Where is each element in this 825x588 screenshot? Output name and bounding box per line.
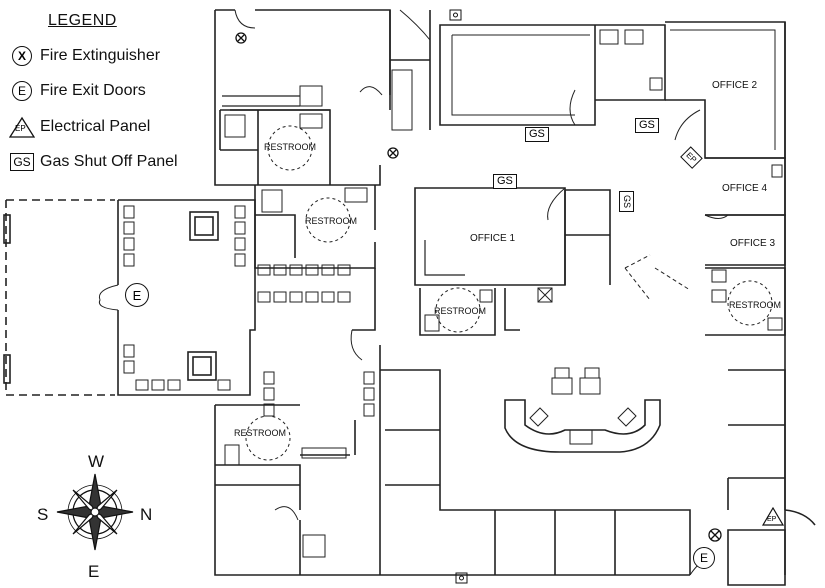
- main-hall-walls: [379, 345, 786, 575]
- room-label-office-1: OFFICE 1: [470, 233, 516, 244]
- gas-shutoff-marker: GS: [635, 118, 659, 133]
- room-label-restroom-5: RESTROOM: [729, 300, 782, 310]
- fire-exit-door-marker: E: [693, 547, 715, 569]
- gas-shutoff-marker: GS: [525, 127, 549, 142]
- north-office-walls: [439, 24, 666, 126]
- kitchen-counter: [222, 95, 300, 107]
- legend-item-fire-extinguisher: X Fire Extinguisher: [8, 44, 160, 68]
- fire-exit-door-marker: E: [125, 283, 149, 307]
- gas-shutoff-marker: GS: [493, 174, 517, 189]
- legend-label: Electrical Panel: [40, 118, 151, 135]
- legend-item-gas-shutoff: GS Gas Shut Off Panel: [8, 150, 178, 174]
- restroom-3-walls: [419, 288, 496, 336]
- electrical-panel-markers: [761, 506, 785, 526]
- compass-label-east: E: [88, 562, 100, 581]
- room-label-restroom-2: RESTROOM: [305, 216, 358, 226]
- legend-item-fire-exit: E Fire Exit Doors: [8, 79, 146, 103]
- room-label-restroom-3: RESTROOM: [434, 306, 487, 316]
- annex-window-bottom: [3, 354, 11, 384]
- compass-label-west: W: [88, 452, 105, 471]
- annex-window-top: [3, 214, 11, 244]
- legend-title: LEGEND: [48, 12, 117, 29]
- legend-label: Fire Extinguisher: [40, 47, 161, 64]
- fire-extinguisher-markers: [235, 32, 722, 542]
- electrical-panel-marker: EP: [767, 516, 777, 523]
- meeting-room-door: [98, 284, 119, 311]
- compass-label-north: N: [140, 505, 153, 524]
- gas-shutoff-panel-icon: GS: [8, 150, 36, 174]
- reception-desk: [504, 399, 661, 453]
- room-label-office-2: OFFICE 2: [712, 80, 758, 91]
- restroom-1-walls: [220, 109, 330, 185]
- compass-rose: [56, 473, 134, 551]
- fire-exit-door-icon: E: [8, 79, 36, 103]
- annex-dashed-outline: [5, 199, 115, 396]
- room-label-restroom-1: RESTROOM: [264, 142, 317, 152]
- legend-label: Gas Shut Off Panel: [40, 153, 178, 170]
- electrical-panel-icon: EP: [8, 115, 36, 139]
- gas-shutoff-marker: GS: [619, 190, 635, 213]
- north-block-walls: [214, 9, 391, 186]
- meeting-table-bottom: [187, 351, 217, 381]
- east-wall: [784, 22, 816, 526]
- meeting-table-top: [189, 211, 219, 241]
- legend-item-electrical-panel: EP Electrical Panel: [8, 115, 150, 139]
- legend-label: Fire Exit Doors: [40, 82, 146, 99]
- room-label-office-4: OFFICE 4: [722, 183, 768, 194]
- restroom-2-walls: [254, 185, 376, 269]
- room-label-restroom-4: RESTROOM: [234, 428, 287, 438]
- room-label-office-3: OFFICE 3: [730, 238, 776, 249]
- south-west-rooms: [214, 404, 690, 576]
- south-east-exit: [727, 529, 786, 586]
- compass-label-south: S: [37, 505, 49, 524]
- meeting-chairs: [123, 205, 246, 391]
- fire-extinguisher-icon: X: [8, 44, 36, 68]
